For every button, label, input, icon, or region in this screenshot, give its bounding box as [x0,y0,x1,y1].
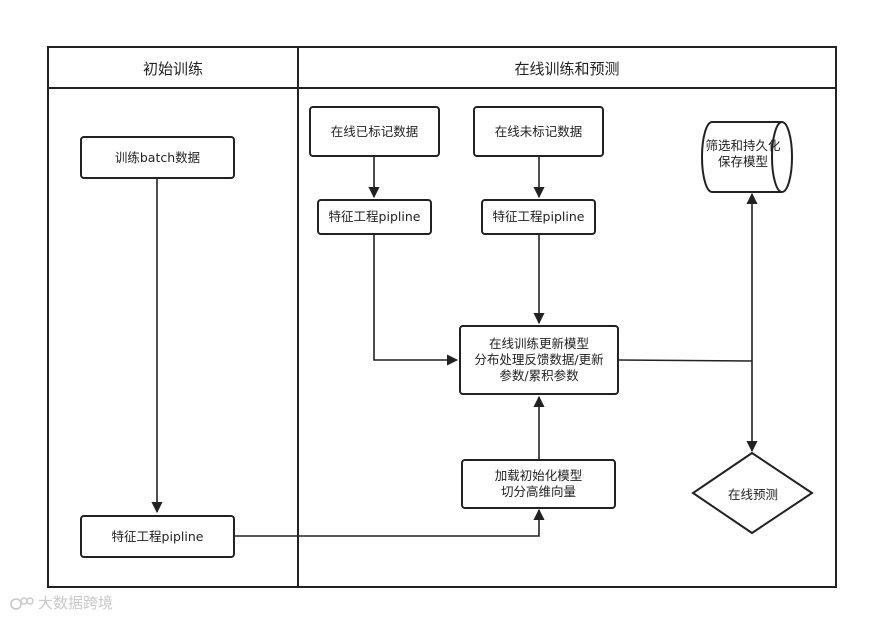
lane-title-initial-training: 初始训练 [142,60,203,78]
node-batch-data[interactable]: 训练batch数据 [80,136,235,179]
node-online-predict-label[interactable]: 在线预测 [727,487,778,502]
arrow-feature-labeled-to-update [373,235,459,366]
lane-title-online-training: 在线训练和预测 [514,60,620,78]
node-load-init-model[interactable]: 加载初始化模型 切分高维向量 [461,459,616,509]
node-feature-pipeline-labeled[interactable]: 特征工程pipline [317,199,432,235]
swimlane-frame [47,46,837,588]
node-labeled-data[interactable]: 在线已标记数据 [309,106,440,157]
storage-cylinder-shape [701,121,793,193]
connector-update-out [617,359,753,362]
node-online-update-model[interactable]: 在线训练更新模型 分布处理反馈数据/更新 参数/累积参数 [459,325,619,395]
arrow-feature-to-load [234,508,545,537]
watermark-text: 大数据跨境 [38,594,114,612]
node-feature-pipeline-unlabeled[interactable]: 特征工程pipline [481,199,596,235]
node-feature-pipeline-initial[interactable]: 特征工程pipline [80,515,235,558]
watermark: 大数据跨境 [10,592,113,613]
predict-diamond-shape [691,451,814,535]
watermark-logo-icon [10,596,34,610]
node-store-model-label[interactable]: 筛选和持久化 保存模型 [705,138,781,169]
node-unlabeled-data[interactable]: 在线未标记数据 [473,106,604,157]
